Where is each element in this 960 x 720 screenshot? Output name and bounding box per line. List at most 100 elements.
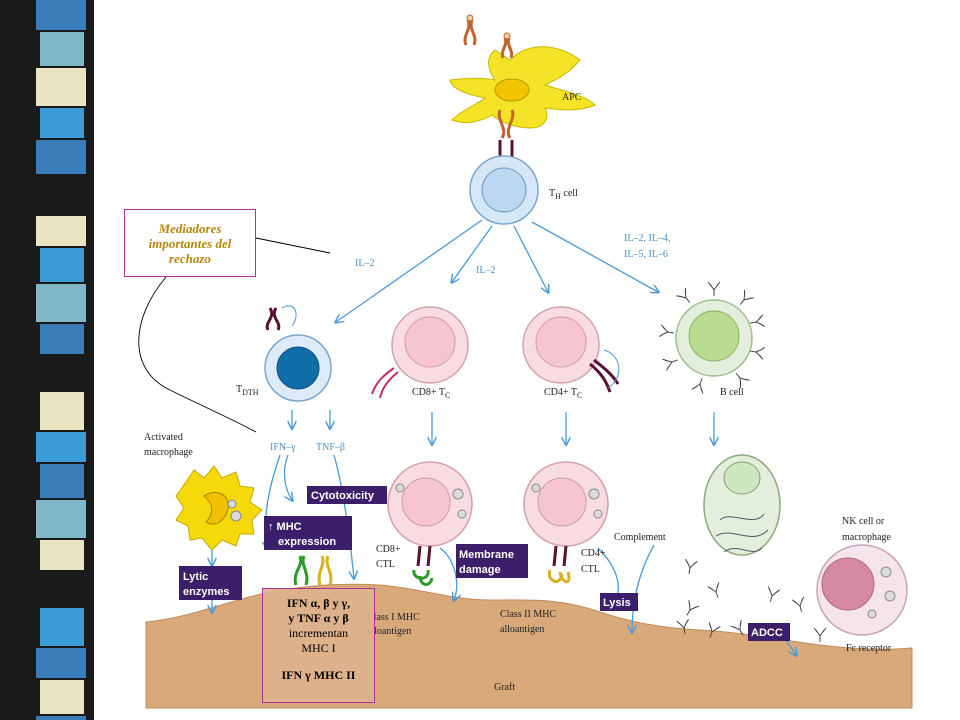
lytic-enzymes-box: Lytic enzymes: [179, 566, 242, 600]
stripe-block: [40, 680, 84, 714]
th-cell: [469, 155, 539, 225]
il2-left-label: IL–2: [355, 258, 374, 269]
stripe-block: [36, 648, 86, 678]
stripe-block: [40, 608, 84, 646]
svg-text:ADCC: ADCC: [751, 627, 783, 639]
stripe-block: [36, 356, 86, 390]
mediators-line-1: Mediadores: [158, 220, 222, 236]
svg-text:enzymes: enzymes: [183, 586, 229, 598]
stripe-block: [40, 540, 84, 570]
ifn-line-5: IFN γ MHC II: [281, 668, 356, 682]
stripe-block: [40, 464, 84, 498]
mediators-line-3: rechazo: [169, 250, 211, 266]
antibody-icon: [676, 618, 689, 634]
plasma-cell: [703, 454, 781, 556]
antibody-icon: [658, 324, 674, 337]
fc-receptor-label: Fc receptor: [846, 643, 892, 654]
lysis-box: Lysis: [600, 593, 638, 611]
antibody-icon: [676, 288, 691, 303]
antibody-icon: [686, 599, 700, 616]
antibody-icon: [750, 314, 766, 327]
graft-label: Graft: [494, 682, 515, 693]
antibody-icon: [707, 582, 720, 598]
svg-text:Membrane: Membrane: [459, 549, 514, 561]
stripe-block: [36, 68, 86, 106]
stripe-block: [36, 140, 86, 174]
ifn-tnf-callout: IFN α, β y γ, y TNF α y β incrementan MH…: [262, 588, 375, 703]
antibody-icon: [730, 619, 744, 636]
stripe-block: [36, 716, 86, 720]
membrane-damage-box: Membrane damage: [456, 544, 528, 578]
adcc-box: ADCC: [748, 623, 790, 641]
cytotoxicity-box: Cytotoxicity: [307, 486, 387, 504]
apc-cell: [449, 14, 596, 160]
class1-label-2: alloantigen: [367, 626, 411, 637]
svg-text:Lytic: Lytic: [183, 571, 208, 583]
th-output-arrows: [336, 219, 658, 322]
ifn-line-1: IFN α, β y γ,: [286, 596, 351, 610]
stripe-block: [40, 176, 84, 214]
cd4-tc-cell: [522, 306, 620, 393]
stripe-block: [40, 248, 84, 282]
stripe-block: [40, 32, 84, 66]
cd8-ctl-cell: [387, 461, 473, 586]
svg-text:expression: expression: [278, 536, 336, 548]
antibody-icon: [791, 596, 805, 612]
antibody-icon: [685, 558, 698, 574]
activated-macrophage-label-2: macrophage: [144, 447, 193, 458]
svg-text:↑ MHC: ↑ MHC: [268, 521, 302, 533]
apc-label: APC: [562, 92, 582, 103]
antibody-icon: [739, 290, 754, 305]
cd4-tc-label: CD4+ TC: [544, 387, 582, 400]
tnf-beta-label: TNF–β: [316, 442, 345, 453]
ifn-line-4: MHC I: [301, 641, 336, 655]
stripe-block: [40, 108, 84, 138]
stripe-block: [40, 392, 84, 430]
nk-label-2: macrophage: [842, 532, 891, 543]
cd8-ctl-label-1: CD8+: [376, 544, 401, 555]
free-antibodies: [676, 558, 827, 642]
antibody-icon: [735, 373, 750, 388]
stripe-block: [40, 324, 84, 354]
th-cell-label: TH cell: [549, 188, 578, 201]
class1-label-1: Class I MHC: [367, 612, 420, 623]
stripe-block: [36, 216, 86, 246]
stripe-block: [36, 284, 86, 322]
complement-label: Complement: [614, 532, 666, 543]
decorative-stripe-bar: [0, 0, 96, 720]
ifn-line-2: y TNF α y β: [288, 611, 349, 625]
stripe-block: [36, 500, 86, 538]
tdth-cell: [264, 305, 332, 402]
graft-mhc-molecules: [293, 555, 333, 586]
stripe-block: [36, 572, 86, 606]
svg-text:Cytotoxicity: Cytotoxicity: [311, 490, 375, 502]
class2-label-2: alloantigen: [500, 624, 544, 635]
svg-text:damage: damage: [459, 564, 501, 576]
activated-macrophage-label-1: Activated: [144, 432, 183, 443]
antibody-icon: [750, 347, 766, 360]
mediators-callout: Mediadores importantes del rechazo: [124, 209, 256, 277]
activated-macrophage: [175, 465, 263, 551]
stripe-block: [36, 0, 86, 30]
stripe-block: [36, 432, 86, 462]
cd8-tc-label: CD8+ TC: [412, 387, 450, 400]
il-right-label-1: IL–2, IL–4,: [624, 233, 670, 244]
antibody-icon: [691, 378, 704, 394]
cd4-ctl-cell: [523, 461, 609, 584]
antibody-icon: [767, 586, 781, 602]
antibody-icon: [813, 627, 827, 642]
cd4-ctl-label-1: CD4+: [581, 548, 606, 559]
cd4-ctl-label-2: CTL: [581, 564, 600, 575]
nk-cell: [816, 544, 908, 636]
antibody-icon: [662, 358, 678, 371]
cd8-ctl-label-2: CTL: [376, 559, 395, 570]
antibody-icon: [708, 622, 721, 638]
nk-label-1: NK cell or: [842, 516, 885, 527]
b-cell: [658, 281, 766, 394]
il-right-label-2: IL–5, IL–6: [624, 249, 668, 260]
b-cell-label: B cell: [720, 387, 744, 398]
tdth-label: TDTH: [236, 384, 259, 397]
ifn-gamma-label: IFN–γ: [270, 442, 296, 453]
ifn-line-3: incrementan: [288, 626, 349, 640]
